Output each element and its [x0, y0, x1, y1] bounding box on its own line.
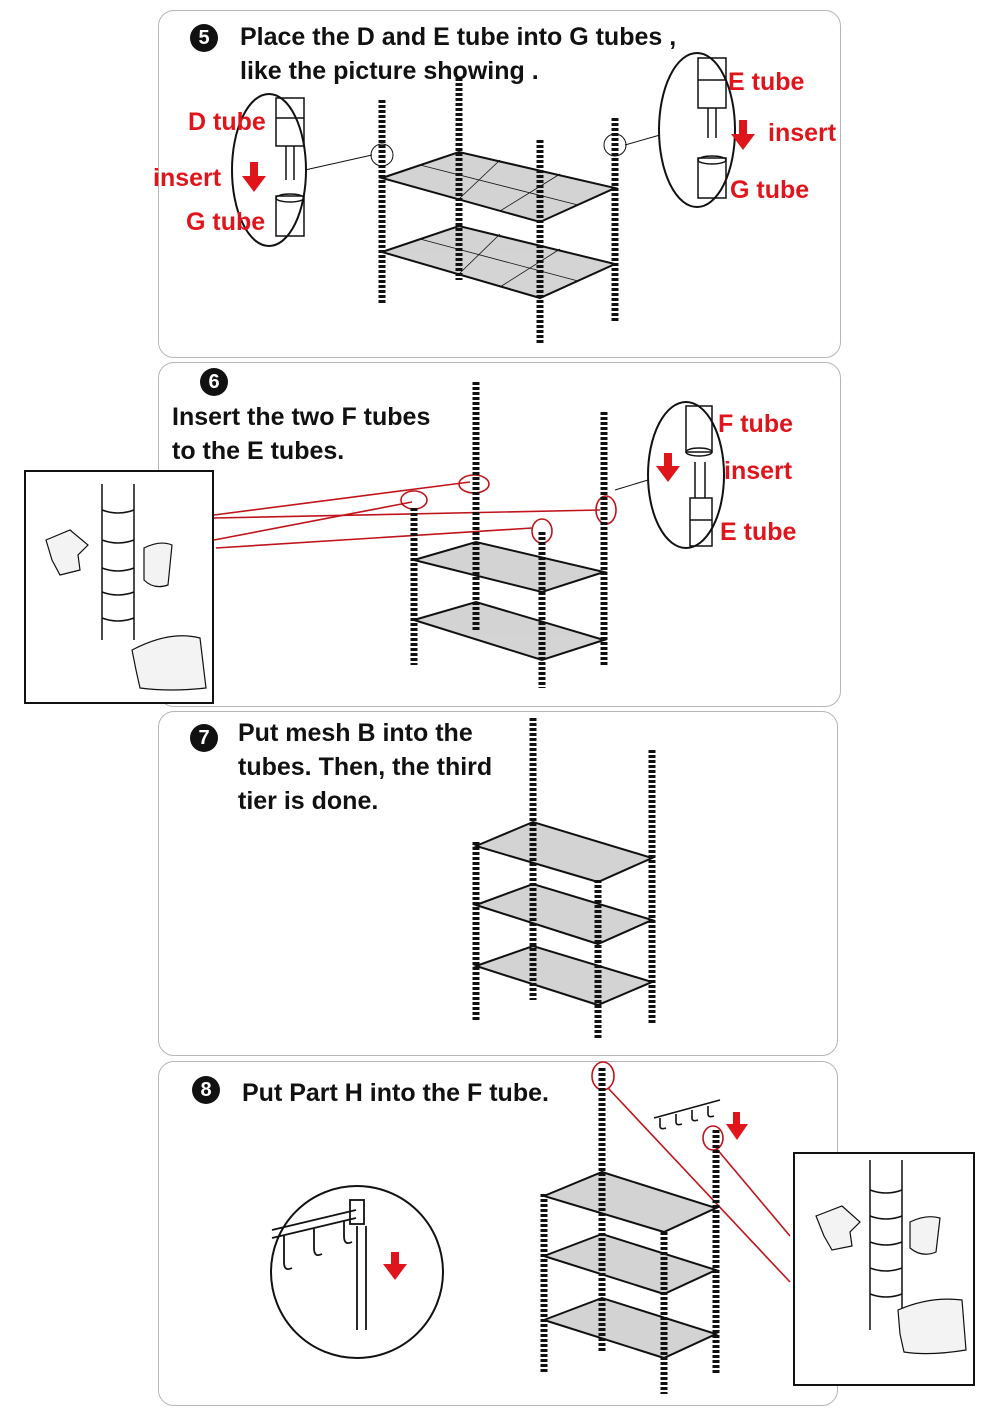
step-6-e-tube-label: E tube: [720, 518, 797, 546]
step-8-number: 8: [192, 1076, 220, 1104]
step-5-insert-left-label: insert: [153, 164, 222, 192]
step-8-line-1: Put Part H into the F tube.: [242, 1079, 549, 1107]
step-7-line-2: tubes. Then, the third: [238, 753, 493, 781]
step-5-line-1: Place the D and E tube into G tubes ,: [240, 23, 677, 51]
step-8-panel: [158, 1061, 838, 1406]
step-5-e-tube-label: E tube: [728, 68, 805, 96]
step-5-insert-right-label: insert: [768, 119, 837, 147]
step-6-number: 6: [200, 368, 228, 396]
step-7-line-3: tier is done.: [238, 787, 379, 815]
step-5-line-2: like the picture showing .: [240, 57, 539, 85]
step-8-detail-box: [793, 1152, 975, 1386]
step-5-d-tube-label: D tube: [188, 108, 266, 136]
step-5-number: 5: [190, 24, 218, 52]
step-6-detail-box: [24, 470, 214, 704]
step-7-line-1: Put mesh B into the: [238, 719, 473, 747]
step-6-line-2: to the E tubes.: [172, 437, 345, 465]
step-6-insert-label: insert: [724, 457, 793, 485]
step-6-line-1: Insert the two F tubes: [172, 403, 431, 431]
step-5-g-tube-right-label: G tube: [730, 176, 810, 204]
step-7-number: 7: [190, 724, 218, 752]
step-5-g-tube-left-label: G tube: [186, 208, 266, 236]
step-6-f-tube-label: F tube: [718, 410, 793, 438]
